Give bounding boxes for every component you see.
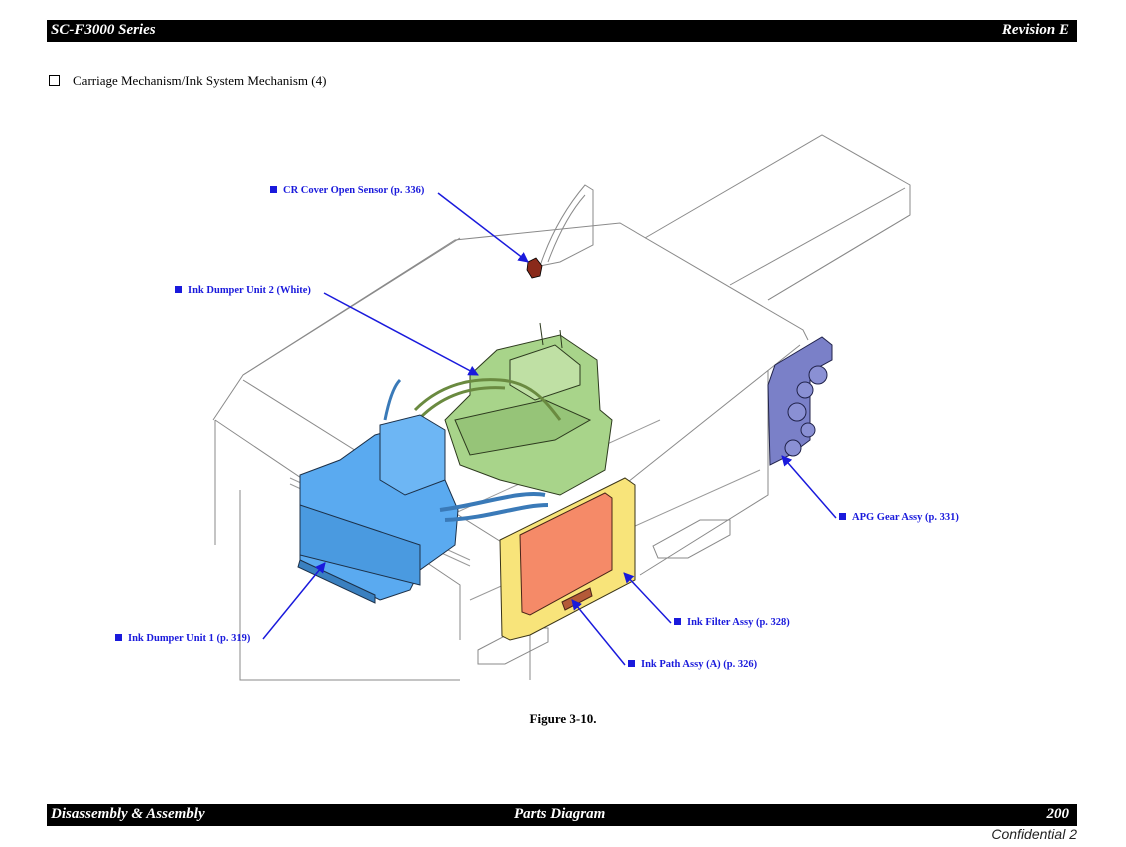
document-title: SC-F3000 Series xyxy=(51,22,156,38)
blue-square-bullet-icon xyxy=(270,186,277,193)
leader-ink-path-assy-a xyxy=(571,599,626,666)
cr-cover-open-sensor-part xyxy=(526,257,543,279)
header-bar: SC-F3000 Series Revision E xyxy=(47,20,1077,42)
revision-label: Revision E xyxy=(1001,22,1069,38)
callout-ink-dumper-unit-2[interactable]: Ink Dumper Unit 2 (White) xyxy=(175,285,311,296)
apg-gear-assy-part xyxy=(767,336,833,466)
leader-cr-cover-open-sensor xyxy=(437,192,529,263)
ink-dumper-unit-2-part xyxy=(413,322,613,496)
callout-cr-cover-open-sensor[interactable]: CR Cover Open Sensor (p. 336) xyxy=(270,185,424,196)
callout-apg-gear-assy[interactable]: APG Gear Assy (p. 331) xyxy=(839,512,959,523)
callout-ink-filter-assy[interactable]: Ink Filter Assy (p. 328) xyxy=(674,617,790,628)
callout-ink-dumper-unit-1[interactable]: Ink Dumper Unit 1 (p. 319) xyxy=(115,633,250,644)
footer-section: Parts Diagram xyxy=(514,806,606,822)
blue-square-bullet-icon xyxy=(115,634,122,641)
footer-bar: Disassembly & Assembly Parts Diagram 200 xyxy=(47,804,1077,826)
footer-chapter: Disassembly & Assembly xyxy=(51,806,205,822)
confidential-label: Confidential 2 xyxy=(991,826,1077,842)
section-heading: Carriage Mechanism/Ink System Mechanism … xyxy=(49,73,326,89)
leader-ink-dumper-unit-1 xyxy=(262,562,326,640)
blue-square-bullet-icon xyxy=(839,513,846,520)
page-number: 200 xyxy=(1046,806,1070,822)
blue-square-bullet-icon xyxy=(175,286,182,293)
leader-ink-dumper-unit-2 xyxy=(323,292,479,376)
leader-lines xyxy=(262,192,837,666)
leader-apg-gear-assy xyxy=(781,455,837,519)
section-title: Carriage Mechanism/Ink System Mechanism … xyxy=(73,73,327,88)
figure-caption: Figure 3-10. xyxy=(529,711,597,726)
callout-ink-path-assy-a[interactable]: Ink Path Assy (A) (p. 326) xyxy=(628,659,757,670)
ink-dumper-unit-1-part xyxy=(297,378,549,604)
leader-ink-filter-assy xyxy=(623,572,672,624)
ink-path-assy-part xyxy=(519,492,613,616)
blue-square-bullet-icon xyxy=(674,618,681,625)
empty-square-icon xyxy=(49,75,60,86)
blue-square-bullet-icon xyxy=(628,660,635,667)
